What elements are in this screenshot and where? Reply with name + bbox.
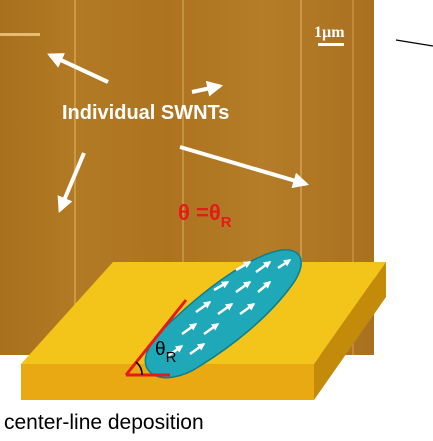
nanotube-strand	[182, 0, 184, 355]
receding-angle-label: θR	[155, 339, 176, 366]
arrow-icon	[47, 53, 109, 84]
theta-symbol: θ	[178, 200, 190, 225]
theta-symbol: θ	[155, 339, 166, 360]
scale-bar-label: 1µm	[314, 24, 345, 41]
arrow-icon	[179, 145, 310, 189]
caption: center-line deposition	[4, 411, 204, 434]
equals-theta: =θ	[196, 200, 221, 225]
subscript-r: R	[220, 214, 232, 231]
arrow-icon	[57, 152, 86, 213]
angle-arc	[135, 361, 143, 376]
swnt-label: Individual SWNTs	[62, 102, 230, 124]
substrate-front	[21, 364, 314, 400]
contact-angle-equation: θ =θR	[178, 200, 232, 231]
droplet	[144, 249, 302, 379]
pointer-line	[395, 39, 433, 47]
subscript-r: R	[165, 349, 177, 366]
droplet-arrow-icon	[167, 258, 292, 358]
substrate-side	[314, 262, 386, 400]
edge-defect	[0, 33, 40, 36]
scale-bar	[318, 43, 344, 46]
arrow-icon	[191, 80, 224, 97]
nanotube-strand	[352, 0, 354, 355]
